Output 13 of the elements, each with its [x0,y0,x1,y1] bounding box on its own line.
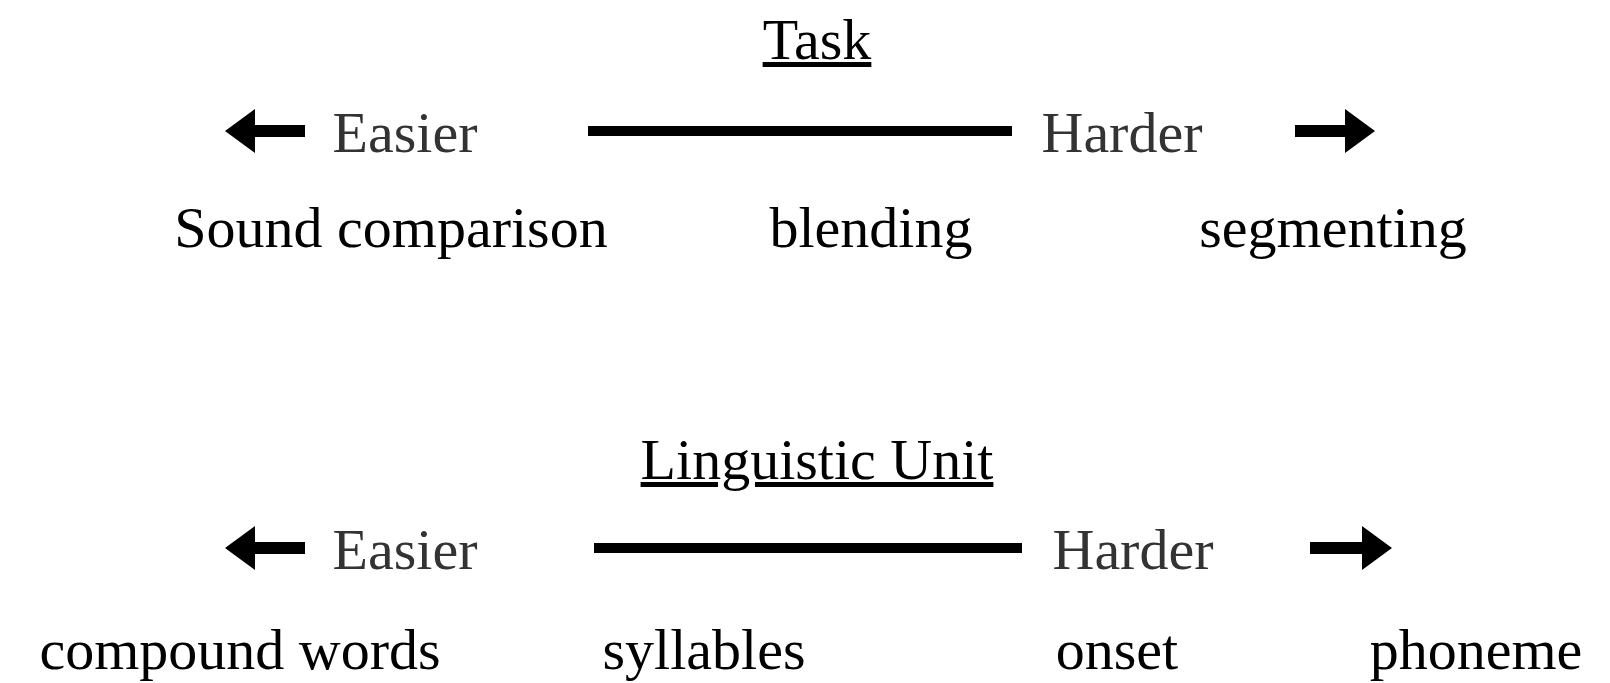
scale-end-label: Harder [1052,521,1214,579]
scale-end-label: Harder [1041,104,1203,162]
item-label: Sound comparison [174,199,608,257]
scale-end-label: Easier [332,104,478,162]
scale-heading: Task [762,11,872,69]
item-label: compound words [39,621,441,679]
item-label: syllables [602,621,806,679]
item-label: onset [1055,621,1179,679]
item-label: blending [769,199,973,257]
item-label: segmenting [1199,199,1467,257]
item-label: phoneme [1369,621,1583,679]
scale-end-label: Easier [332,521,478,579]
scale-heading: Linguistic Unit [640,431,994,489]
